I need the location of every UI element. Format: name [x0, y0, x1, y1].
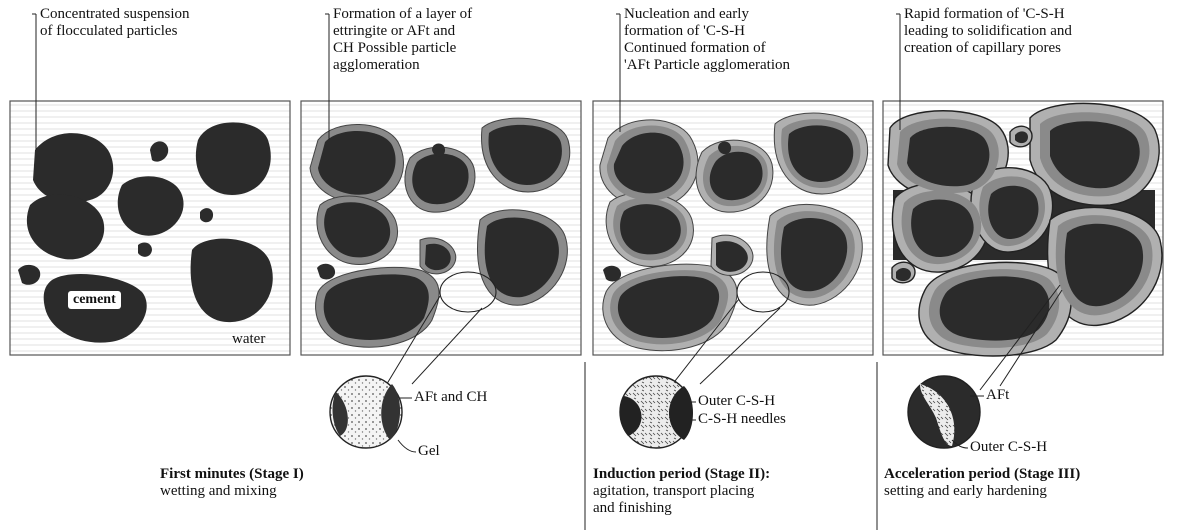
stage2-caption: Induction period (Stage II): agitation, …	[593, 466, 770, 517]
stage1-annotation-line1: Concentrated suspension	[40, 6, 190, 23]
stage2-zoom-circle	[330, 376, 402, 448]
stage3-caption: Acceleration period (Stage III) setting …	[884, 466, 1080, 500]
stage4-annotation-line2: leading to solidification and	[904, 23, 1072, 40]
stage4-annotation-line3: creation of capillary pores	[904, 40, 1072, 57]
stage3-caption-title: Acceleration period (Stage III)	[884, 466, 1080, 483]
stage2-annotation-line3: CH Possible particle	[333, 40, 472, 57]
water-label: water	[232, 331, 265, 348]
stage2-caption-subtitle: agitation, transport placing	[593, 483, 770, 500]
stage2-annotation-line1: Formation of a layer of	[333, 6, 472, 23]
stage1-annotation-line2: of flocculated particles	[40, 23, 190, 40]
stage2-zoom-label-1: AFt and CH	[414, 389, 487, 406]
stage4-zoom-label-1: AFt	[986, 387, 1009, 404]
stage4-zoom-circle	[908, 376, 980, 448]
stage3-annotation-line2: formation of 'C-S-H	[624, 23, 790, 40]
stage4-zoom-label-2: Outer C-S-H	[970, 439, 1047, 456]
stage2-annotation-line2: ettringite or AFt and	[333, 23, 472, 40]
stage3-zoom-circle	[620, 376, 693, 448]
stage1-caption: First minutes (Stage I) wetting and mixi…	[160, 466, 304, 500]
stage2-caption-title: Induction period (Stage II):	[593, 466, 770, 483]
stage2-annotation: Formation of a layer of ettringite or AF…	[333, 6, 472, 74]
stage2-zoom-label-2: Gel	[418, 443, 440, 460]
stage3-annotation-line4: 'AFt Particle agglomeration	[624, 57, 790, 74]
stage3-annotation-line1: Nucleation and early	[624, 6, 790, 23]
stage3-caption-subtitle: setting and early hardening	[884, 483, 1080, 500]
stage3-annotation: Nucleation and early formation of 'C-S-H…	[624, 6, 790, 74]
stage1-caption-subtitle: wetting and mixing	[160, 483, 304, 500]
stage1-annotation: Concentrated suspension of flocculated p…	[40, 6, 190, 40]
stage4-annotation: Rapid formation of 'C-S-H leading to sol…	[904, 6, 1072, 57]
stage2-annotation-line4: agglomeration	[333, 57, 472, 74]
cement-label: cement	[68, 291, 121, 309]
stage1-caption-title: First minutes (Stage I)	[160, 466, 304, 483]
stage3-zoom-label-2: C-S-H needles	[698, 411, 786, 428]
stage2-caption-subtitle-2: and finishing	[593, 500, 770, 517]
stage3-annotation-line3: Continued formation of	[624, 40, 790, 57]
stage3-zoom-label-1: Outer C-S-H	[698, 393, 775, 410]
stage4-annotation-line1: Rapid formation of 'C-S-H	[904, 6, 1072, 23]
